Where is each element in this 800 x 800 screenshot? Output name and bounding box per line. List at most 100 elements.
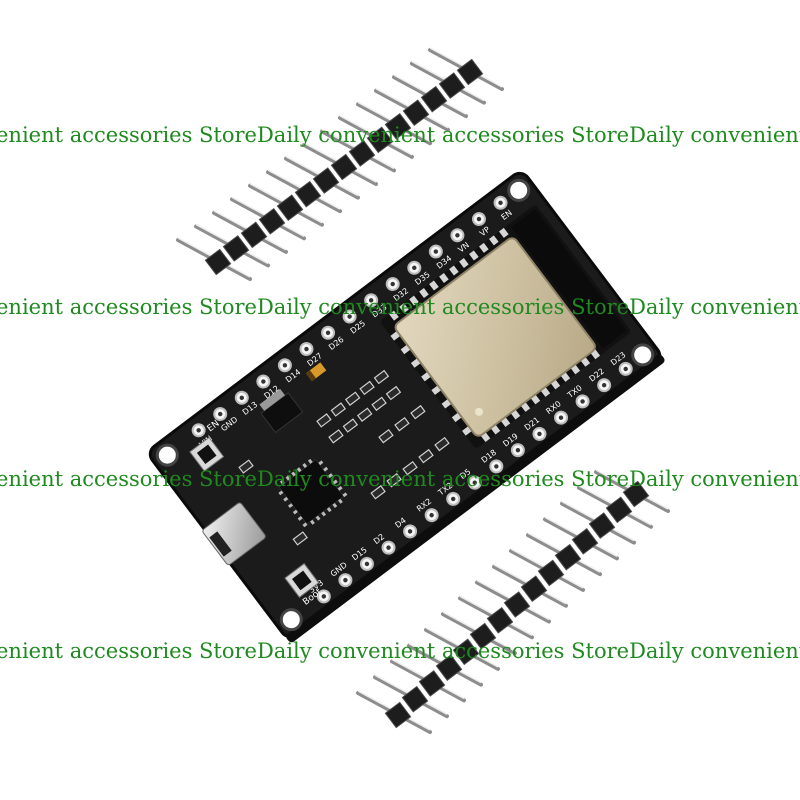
smd-part <box>342 418 359 433</box>
chip-leg <box>307 458 313 464</box>
pin-pad-hole <box>451 496 456 502</box>
esp32-module <box>381 205 631 448</box>
shield-dot <box>475 407 484 416</box>
pin-pad-hole <box>498 200 503 205</box>
pin-pad-hole <box>580 399 585 404</box>
chip-leg <box>315 515 321 521</box>
smd-part <box>373 369 390 385</box>
en-button <box>189 436 225 472</box>
smd-part <box>370 485 386 500</box>
header-block <box>420 85 448 113</box>
chip-leg <box>332 502 338 508</box>
pin-pad-hole <box>558 415 564 420</box>
pin-pad-hole <box>429 512 434 518</box>
chip-leg <box>318 460 324 466</box>
header-block <box>312 167 340 194</box>
smd-part <box>378 428 394 444</box>
header-block <box>554 543 582 571</box>
castellation <box>429 280 439 291</box>
mount-hole <box>155 443 179 467</box>
chip-leg <box>342 492 348 498</box>
top-header-plastic <box>204 58 484 276</box>
pin-pad-hole <box>321 594 327 599</box>
castellation <box>419 288 429 299</box>
header-block <box>452 638 480 666</box>
smd-part <box>434 436 450 452</box>
pin-pad-hole <box>407 529 413 534</box>
smd-part <box>386 472 402 488</box>
pin-pad-hole <box>261 379 266 384</box>
header-block <box>366 126 394 154</box>
pin-pad-hole <box>476 216 482 222</box>
smd-part <box>402 460 418 476</box>
castellation <box>489 235 499 246</box>
pin-pad-hole <box>494 464 499 469</box>
castellation <box>449 265 459 276</box>
header-block <box>605 496 633 524</box>
pin-pad-hole <box>218 411 223 417</box>
bottom-header-plastic <box>384 480 650 729</box>
mount-hole <box>507 178 531 202</box>
pin-pad-hole <box>412 265 417 270</box>
smd-components <box>238 369 450 546</box>
chip-leg <box>279 479 285 485</box>
pin-pad-hole <box>347 314 352 319</box>
tantalum-band <box>305 370 316 382</box>
smd-part <box>359 380 375 396</box>
pin-pad-hole <box>390 281 395 287</box>
header-block <box>258 207 286 235</box>
rf-shield <box>394 237 596 437</box>
chip-legs <box>278 458 348 528</box>
chip-leg <box>337 485 343 491</box>
pin-pad-hole <box>343 577 348 583</box>
chip-leg <box>285 475 291 481</box>
header-block <box>438 72 466 99</box>
smd-part <box>418 448 434 464</box>
chip-leg <box>310 519 315 525</box>
pcb-edge <box>286 354 665 643</box>
castellation <box>409 295 419 306</box>
castellation <box>439 273 449 284</box>
header-block <box>520 575 548 603</box>
castellation <box>469 250 479 261</box>
chip-leg <box>302 463 308 469</box>
pin-pad-hole <box>196 428 201 433</box>
header-block <box>348 140 376 167</box>
header-block <box>384 112 412 140</box>
pin-pad-hole <box>433 249 439 254</box>
chip-leg <box>296 467 302 473</box>
smd-part <box>371 396 387 412</box>
smd-part <box>394 416 410 432</box>
header-block <box>486 606 514 634</box>
chip-leg <box>326 507 332 513</box>
castellation <box>499 227 509 238</box>
pin-pad-hole <box>515 447 521 453</box>
header-block <box>330 153 358 181</box>
chip-leg <box>292 509 298 515</box>
esp32-board: VINGNDD13D12D14D27D26D25D33D32D35D34VNVP… <box>148 171 665 643</box>
smd-part <box>238 459 254 474</box>
chip-leg <box>283 496 289 502</box>
chip-leg <box>327 473 333 478</box>
header-block <box>418 670 446 697</box>
top-pin-pads <box>191 195 508 438</box>
smd-part <box>385 385 402 401</box>
header-block <box>294 180 322 208</box>
castellation <box>399 303 409 314</box>
castellation <box>389 310 399 321</box>
pin-pad-hole <box>239 395 244 400</box>
header-block <box>401 685 429 713</box>
pin-pad-hole <box>325 330 331 335</box>
chip-leg <box>297 516 303 521</box>
castellation <box>479 242 489 253</box>
pin-pad-hole <box>455 233 460 238</box>
header-block <box>276 194 304 222</box>
chip-leg <box>323 466 329 472</box>
pin-pad-hole <box>364 561 370 567</box>
mount-hole <box>631 343 655 367</box>
header-block <box>402 99 430 127</box>
header-block <box>384 701 412 729</box>
chip-leg <box>288 503 294 509</box>
pin-pad-hole <box>282 363 288 368</box>
